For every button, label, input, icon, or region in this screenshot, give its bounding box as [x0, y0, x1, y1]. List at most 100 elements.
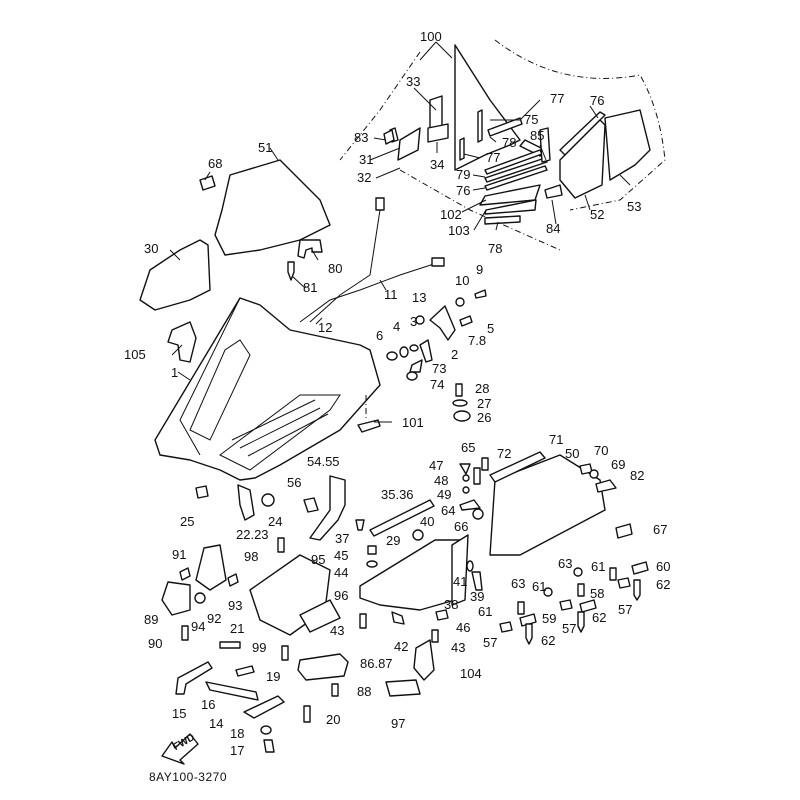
callout-38: 38: [444, 597, 459, 612]
callout-59: 59: [542, 611, 557, 626]
vent-89: [161, 581, 191, 616]
bracket-14: [243, 695, 285, 719]
callout-96: 96: [334, 588, 349, 603]
screw-37: [355, 519, 365, 531]
callout-73: 73: [432, 361, 447, 376]
callout-63a: 63: [558, 556, 573, 571]
strip-35-36: [369, 499, 435, 537]
callout-69: 69: [611, 457, 626, 472]
callout-49: 49: [437, 487, 452, 502]
callout-15: 15: [172, 706, 187, 721]
bolt-43b: [431, 629, 439, 643]
callout-64: 64: [441, 503, 456, 518]
callout-66: 66: [454, 519, 469, 534]
callout-57a: 57: [618, 602, 633, 617]
washer-49: [462, 486, 470, 494]
callout-14: 14: [209, 716, 224, 731]
grommet-66: [472, 508, 484, 520]
callout-97: 97: [391, 716, 406, 731]
callout-78: 78: [502, 135, 517, 150]
nut-46: [435, 609, 449, 621]
bushing-24: [261, 493, 275, 507]
callout-42: 42: [394, 639, 409, 654]
callout-54-55: 54.55: [307, 454, 340, 469]
callout-5: 5: [487, 321, 495, 336]
callout-27: 27: [477, 396, 492, 411]
callout-35-36: 35.36: [381, 487, 414, 502]
hook-101: [357, 419, 381, 433]
callout-70: 70: [594, 443, 609, 458]
callout-101: 101: [402, 415, 424, 430]
callout-58: 58: [590, 586, 605, 601]
callout-95: 95: [311, 552, 326, 567]
clip-19: [235, 665, 255, 677]
callout-6: 6: [376, 328, 384, 343]
callout-48: 48: [434, 473, 449, 488]
callout-34: 34: [430, 157, 445, 172]
callout-29: 29: [386, 533, 401, 548]
clip-17: [263, 739, 275, 753]
callout-92: 92: [207, 611, 222, 626]
callout-46: 46: [456, 620, 471, 635]
callout-7-8: 7.8: [468, 333, 487, 348]
vent-92: [195, 544, 227, 591]
callout-88: 88: [357, 684, 372, 699]
bracket-54-55: [309, 475, 346, 541]
callout-22-23: 22.23: [236, 527, 269, 542]
washer-44: [366, 560, 378, 568]
callout-33: 33: [406, 74, 421, 89]
callout-105: 105: [124, 347, 146, 362]
cap-82: [595, 479, 617, 493]
pad-86-87: [297, 653, 349, 681]
callout-76b: 76: [456, 183, 471, 198]
bolt-88: [331, 683, 339, 697]
strip-71: [489, 451, 546, 483]
callout-43b: 43: [451, 640, 466, 655]
console-29: [359, 539, 461, 611]
callout-102: 102: [440, 207, 462, 222]
callout-19: 19: [266, 669, 281, 684]
fwd-arrow-icon: [161, 733, 199, 765]
screw-91: [179, 567, 191, 581]
vent-30: [139, 239, 211, 311]
nut-40: [412, 529, 424, 541]
grommet-94: [194, 592, 206, 604]
washer-48: [462, 474, 470, 482]
callout-41: 41: [453, 574, 468, 589]
grommet-80: [297, 239, 323, 259]
callout-37: 37: [335, 531, 350, 546]
callout-20: 20: [326, 712, 341, 727]
callout-11: 11: [384, 287, 398, 302]
fastener-cluster: [499, 561, 649, 645]
callout-52: 52: [590, 207, 605, 222]
callout-28: 28: [475, 381, 490, 396]
side-panel-50: [489, 454, 606, 556]
callout-56: 56: [287, 475, 302, 490]
callout-63b: 63: [511, 576, 526, 591]
callout-10: 10: [455, 273, 470, 288]
spacer-45: [367, 545, 377, 555]
latch-parts: [386, 289, 487, 422]
screw-47: [459, 463, 471, 475]
callout-30: 30: [144, 241, 159, 256]
panel-51: [214, 159, 331, 256]
frame-38: [451, 534, 469, 606]
callout-43a: 43: [330, 623, 345, 638]
callout-25: 25: [180, 514, 195, 529]
callout-86-87: 86.87: [360, 656, 393, 671]
callout-45: 45: [334, 548, 349, 563]
bracket-104: [413, 639, 435, 681]
callout-31: 31: [359, 152, 374, 167]
callout-90: 90: [148, 636, 163, 651]
callout-61a: 61: [591, 559, 606, 574]
callout-13: 13: [412, 290, 427, 305]
bolt-42: [391, 611, 405, 625]
callout-44: 44: [334, 565, 349, 580]
callout-4: 4: [393, 319, 401, 334]
bolt-20: [303, 705, 311, 723]
callout-74: 74: [430, 377, 445, 392]
callout-99: 99: [252, 640, 267, 655]
callout-51: 51: [258, 140, 273, 155]
bracket-105: [167, 321, 197, 363]
callout-82: 82: [630, 468, 645, 483]
